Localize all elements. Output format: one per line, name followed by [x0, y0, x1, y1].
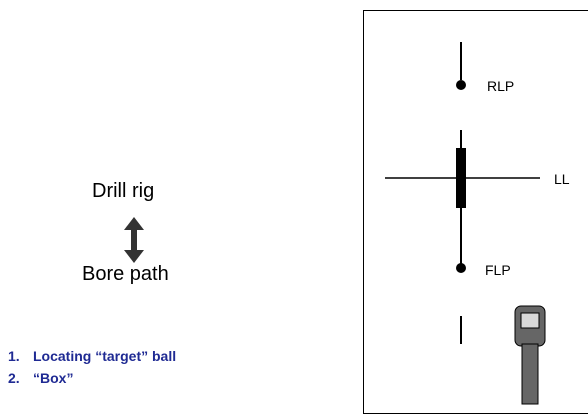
step-item: 1. Locating “target” ball — [8, 345, 176, 367]
step-text: Locating “target” ball — [33, 348, 177, 364]
flp-label: FLP — [485, 262, 511, 278]
ll-bar — [456, 148, 466, 208]
step-number: 1. — [8, 348, 20, 364]
drill-rig-label: Drill rig — [92, 180, 155, 202]
steps-list: 1. Locating “target” ball 2. “Box” — [8, 345, 176, 389]
double-headed-arrow-icon — [124, 217, 144, 263]
step-item: 2. “Box” — [8, 367, 176, 389]
bore-path-label: Bore path — [82, 263, 169, 285]
flp-dot — [456, 263, 466, 273]
ll-label: LL — [554, 171, 570, 187]
rlp-label: RLP — [487, 78, 514, 94]
locator-diagram: RLP LL FLP — [385, 42, 570, 405]
step-number: 2. — [8, 370, 20, 386]
locator-receiver-icon — [514, 305, 546, 405]
rlp-dot — [456, 80, 466, 90]
step-text: “Box” — [33, 370, 74, 386]
locator-display-panel — [363, 10, 588, 414]
